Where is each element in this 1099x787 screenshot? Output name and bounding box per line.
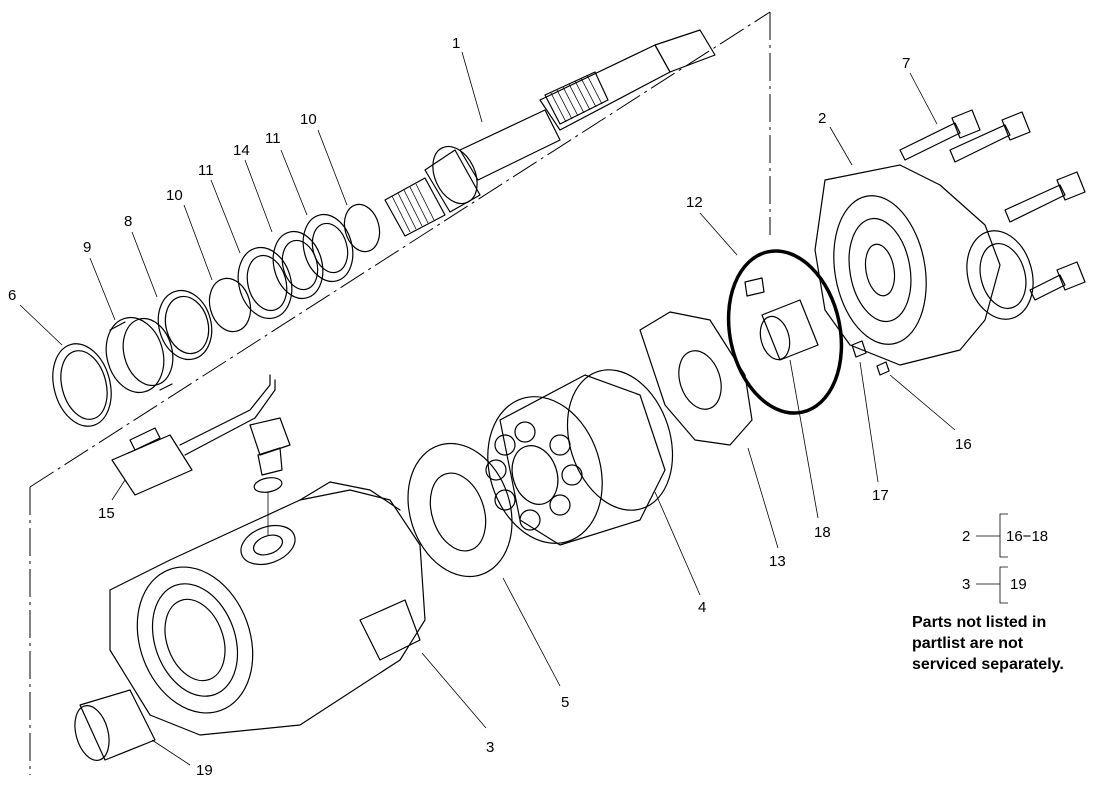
- service-note-line-2: partlist are not: [912, 635, 1024, 652]
- legend-row2-parent: 3: [962, 576, 970, 593]
- legend-row1-children: 16−18: [1006, 528, 1048, 545]
- leader-lines: [19, 51, 956, 766]
- bearing-part-18: [744, 277, 819, 361]
- callout-13: 13: [769, 553, 786, 570]
- service-note: Parts not listed in partlist are not ser…: [912, 612, 1099, 675]
- sensor-part-15: [111, 374, 291, 535]
- legend: 2 16−18 3 19: [962, 513, 1048, 604]
- callout-17: 17: [872, 487, 889, 504]
- snap-ring-part-10a: [208, 277, 252, 333]
- callout-16: 16: [955, 436, 972, 453]
- callout-4: 4: [698, 599, 706, 616]
- callout-19: 19: [196, 762, 213, 779]
- housing-part-3: [109, 481, 426, 736]
- service-note-line-3: serviced separately.: [912, 656, 1064, 673]
- callout-labels: 1 2 7 3 4 5 6 8 9 10 10 11 11 12 13 14 1…: [8, 35, 972, 779]
- callout-6: 6: [8, 287, 16, 304]
- centerlines: [29, 11, 771, 775]
- callout-14: 14: [233, 142, 250, 159]
- cylinder-block-part-4: [485, 369, 674, 546]
- callout-7: 7: [902, 55, 910, 72]
- ring-part-6: [52, 343, 112, 427]
- pin-part-16: [876, 361, 890, 376]
- bearing-part-19: [74, 689, 156, 761]
- snap-ring-part-10b: [343, 203, 381, 253]
- legend-row2-children: 19: [1010, 576, 1027, 593]
- callout-18: 18: [814, 524, 831, 541]
- callout-2: 2: [818, 110, 826, 127]
- screws-part-7: [899, 109, 1086, 301]
- washer-part-11a: [237, 246, 293, 320]
- callout-12: 12: [686, 194, 703, 211]
- callout-3: 3: [486, 739, 494, 756]
- end-cover-part-2: [814, 164, 1034, 366]
- callout-15: 15: [98, 505, 115, 522]
- callout-8: 8: [124, 213, 132, 230]
- service-note-line-1: Parts not listed in: [912, 614, 1047, 631]
- bearing-part-9: [105, 316, 174, 394]
- callout-10a: 10: [166, 187, 183, 204]
- oring-part-12: [726, 249, 844, 415]
- pin-part-17: [851, 340, 867, 358]
- washer-part-11b: [302, 213, 354, 283]
- callout-10b: 10: [300, 111, 317, 128]
- shaft-part-1: [384, 29, 716, 237]
- valve-plate-part-13: [639, 311, 753, 446]
- callout-1: 1: [452, 35, 460, 52]
- ring-part-8: [157, 289, 213, 361]
- callout-11a: 11: [198, 162, 214, 179]
- legend-row1-parent: 2: [962, 528, 970, 545]
- callout-9: 9: [83, 239, 91, 256]
- plate-part-5: [407, 442, 513, 578]
- callout-5: 5: [561, 694, 569, 711]
- callout-11b: 11: [265, 130, 281, 147]
